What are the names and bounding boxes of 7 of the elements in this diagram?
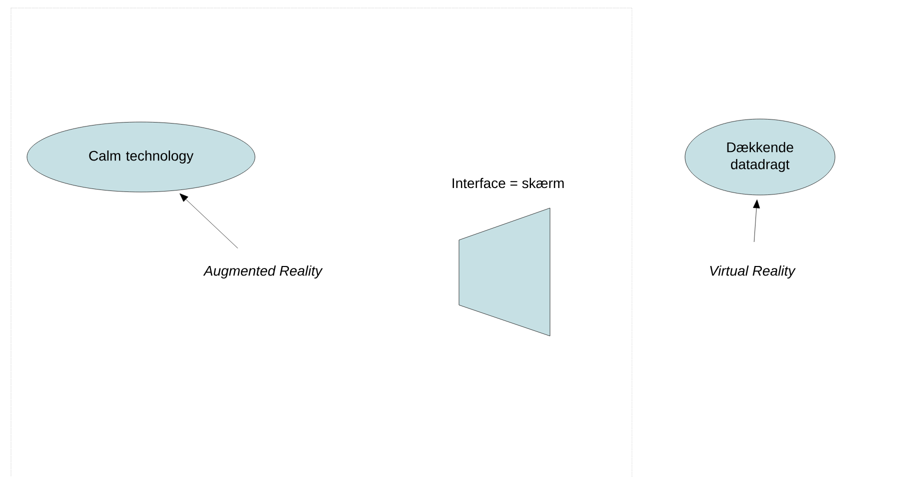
- arrow: [180, 193, 238, 248]
- heading: Interface = skærm: [452, 178, 564, 188]
- ellipse-node: Dækkende datadragt: [684, 118, 836, 196]
- arrow: [753, 200, 760, 242]
- italic-label: Virtual Reality: [710, 265, 796, 279]
- ellipse-node: Calm technology: [26, 122, 256, 192]
- italic-label: Augmented Reality: [203, 265, 323, 279]
